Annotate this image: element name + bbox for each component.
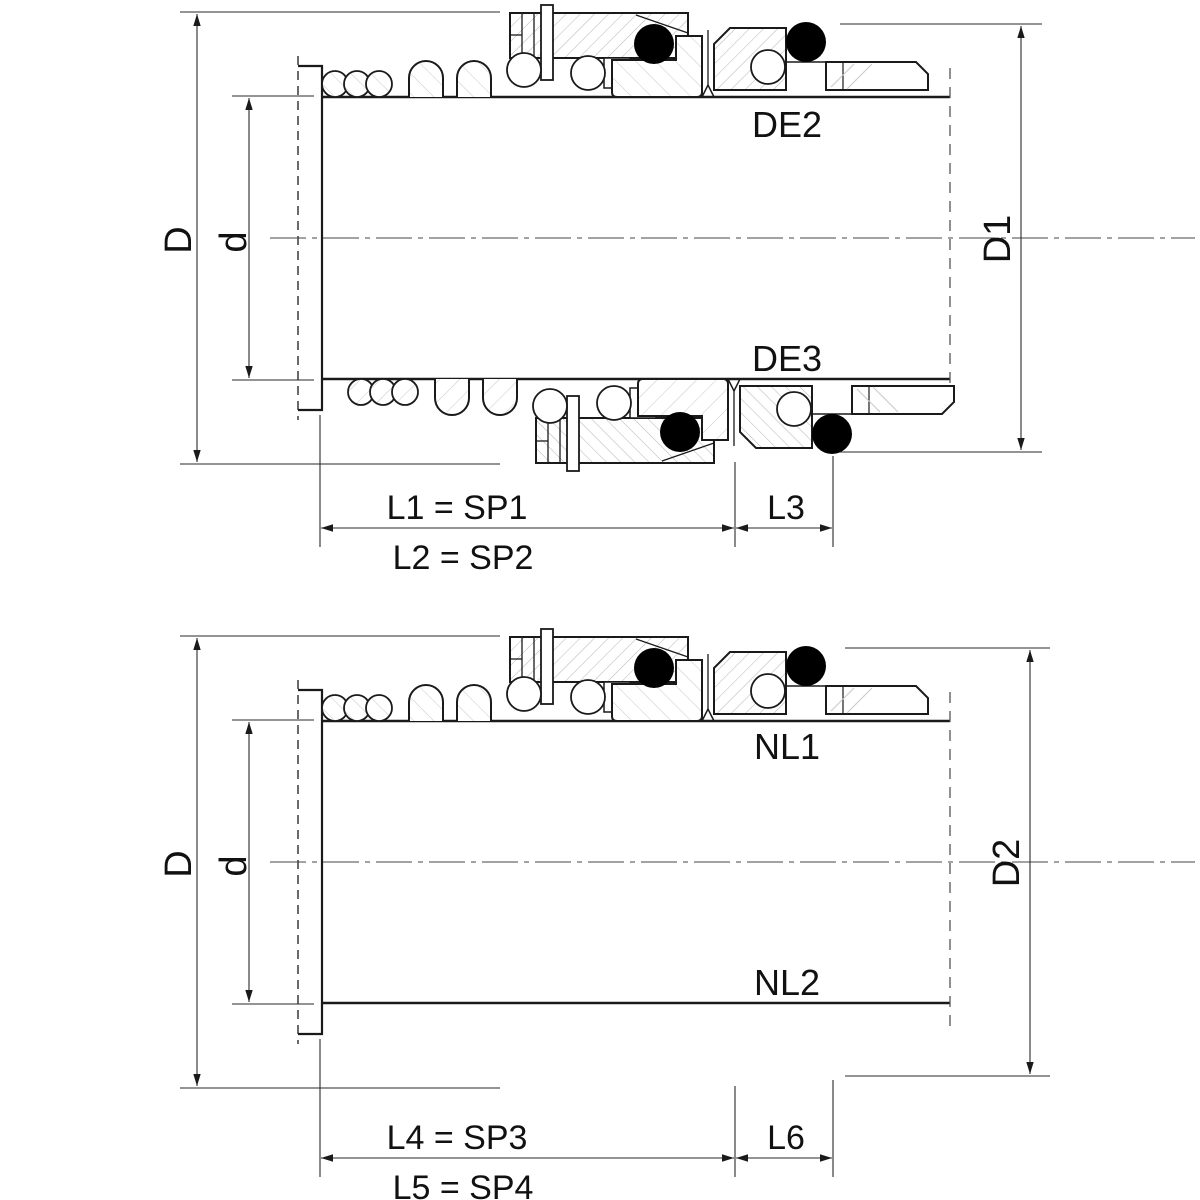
dim-label-length-upper: L4 = SP3 bbox=[387, 1119, 528, 1157]
de-dim-lengths bbox=[319, 415, 834, 547]
de-lower-half bbox=[347, 378, 955, 472]
dim-label-outer-diameter: D bbox=[158, 850, 200, 877]
dim-label-length-upper: L1 = SP1 bbox=[387, 489, 528, 527]
dim-label-outer-diameter: D bbox=[158, 226, 200, 253]
part-label-face-bottom: NL2 bbox=[754, 962, 820, 1003]
nl-seal-drawing: D d D2 L4 = SP3 L5 = SP4 L6 NL1 NL2 bbox=[158, 628, 1197, 1200]
de-upper-half bbox=[321, 4, 929, 98]
nl-dim-outer bbox=[180, 635, 500, 1089]
dim-label-shaft-diameter: d bbox=[213, 855, 255, 876]
dim-label-length-lower: L2 = SP2 bbox=[393, 539, 534, 577]
dim-label-shaft-diameter: d bbox=[213, 231, 255, 252]
de-seal-drawing: D d D1 L1 = SP1 L2 = SP2 L3 DE2 DE3 bbox=[158, 4, 1197, 577]
nl-shaft-core bbox=[268, 678, 1197, 1046]
dim-label-length-lower: L5 = SP4 bbox=[393, 1169, 534, 1200]
part-label-face-top: NL1 bbox=[754, 726, 820, 767]
dim-label-bore-diameter: D2 bbox=[986, 839, 1028, 888]
de-dim-bore bbox=[840, 23, 1042, 453]
nl-dim-bore bbox=[845, 647, 1050, 1077]
nl-dim-shaft bbox=[232, 719, 314, 1005]
dim-label-length-seat: L6 bbox=[767, 1119, 805, 1157]
nl-dim-lengths bbox=[319, 1039, 834, 1177]
part-label-face-top: DE2 bbox=[752, 104, 822, 145]
nl-upper-half bbox=[321, 628, 929, 722]
part-label-face-bottom: DE3 bbox=[752, 338, 822, 379]
dim-label-length-seat: L3 bbox=[767, 489, 805, 527]
de-shaft-core bbox=[268, 54, 1197, 422]
dim-label-bore-diameter: D1 bbox=[977, 215, 1019, 264]
de-dim-shaft bbox=[232, 95, 314, 381]
de-dim-outer bbox=[180, 11, 500, 465]
